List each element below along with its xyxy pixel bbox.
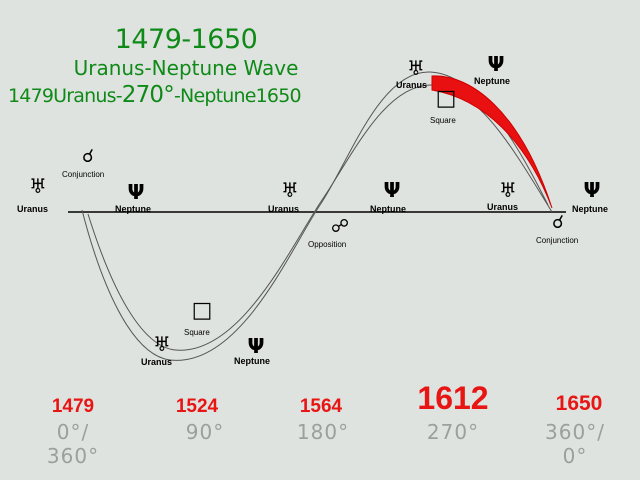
timeline-angle-2: 90° bbox=[185, 420, 225, 444]
uranus-icon: ♅ bbox=[29, 174, 47, 198]
neptune-icon: Ψ bbox=[247, 334, 265, 358]
timeline-angle-5b: 0° bbox=[562, 444, 588, 468]
neptune-icon: Ψ bbox=[127, 180, 145, 204]
timeline-year-2: 1524 bbox=[175, 396, 219, 417]
conjunction-icon: ☌ bbox=[551, 212, 565, 233]
neptune-label-1: Neptune bbox=[115, 204, 151, 214]
title-name: Uranus-Neptune Wave bbox=[73, 56, 299, 80]
conjunction-icon: ☌ bbox=[81, 146, 95, 167]
uranus-label-1: Uranus bbox=[17, 204, 49, 214]
title-line3-end: -Neptune1650 bbox=[173, 85, 302, 107]
square-label-1: Square bbox=[184, 328, 210, 337]
timeline-angle-1b: 360° bbox=[46, 444, 100, 468]
neptune-label-2: Neptune bbox=[234, 356, 270, 366]
uranus-wave-line bbox=[81, 71, 549, 361]
highlight-segment bbox=[431, 75, 553, 209]
title-line3-angle: 270° bbox=[121, 82, 175, 108]
conjunction-label-2: Conjunction bbox=[536, 236, 579, 245]
opposition-label: Opposition bbox=[308, 240, 347, 249]
timeline-year-5: 1650 bbox=[555, 392, 603, 415]
uranus-icon: ♅ bbox=[499, 178, 517, 202]
opposition-icon: ☍ bbox=[330, 216, 350, 237]
uranus-label-5: Uranus bbox=[487, 202, 519, 212]
square-label-2: Square bbox=[430, 116, 456, 125]
neptune-icon: Ψ bbox=[383, 178, 401, 202]
neptune-wave-line bbox=[87, 84, 553, 351]
neptune-label-5: Neptune bbox=[572, 204, 608, 214]
timeline-angle-1: 0°/ bbox=[56, 420, 90, 444]
timeline-year-4: 1612 bbox=[417, 380, 489, 416]
square-icon: □ bbox=[435, 86, 457, 111]
title-line3-start: 1479Uranus- bbox=[8, 85, 123, 107]
conjunction-label-1: Conjunction bbox=[62, 170, 105, 179]
timeline-year-3: 1564 bbox=[299, 396, 343, 417]
uranus-icon: ♅ bbox=[153, 332, 171, 356]
timeline-angle-3: 180° bbox=[296, 420, 350, 444]
title-angle-line: 1479Uranus-270°-Neptune1650 bbox=[8, 82, 302, 108]
uranus-icon: ♅ bbox=[407, 56, 425, 80]
uranus-label-2: Uranus bbox=[141, 357, 173, 367]
title-years: 1479-1650 bbox=[114, 24, 258, 55]
square-icon: □ bbox=[191, 298, 213, 323]
neptune-icon: Ψ bbox=[583, 178, 601, 202]
neptune-label-3: Neptune bbox=[370, 204, 406, 214]
neptune-icon: Ψ bbox=[487, 52, 505, 76]
uranus-label-3: Uranus bbox=[268, 204, 300, 214]
neptune-label-4: Neptune bbox=[474, 76, 510, 86]
timeline-angle-5: 360°/ bbox=[545, 420, 605, 444]
timeline-year-1: 1479 bbox=[51, 396, 95, 417]
uranus-icon: ♅ bbox=[281, 178, 299, 202]
timeline-angle-4: 270° bbox=[426, 420, 480, 444]
uranus-label-4: Uranus bbox=[396, 80, 428, 90]
